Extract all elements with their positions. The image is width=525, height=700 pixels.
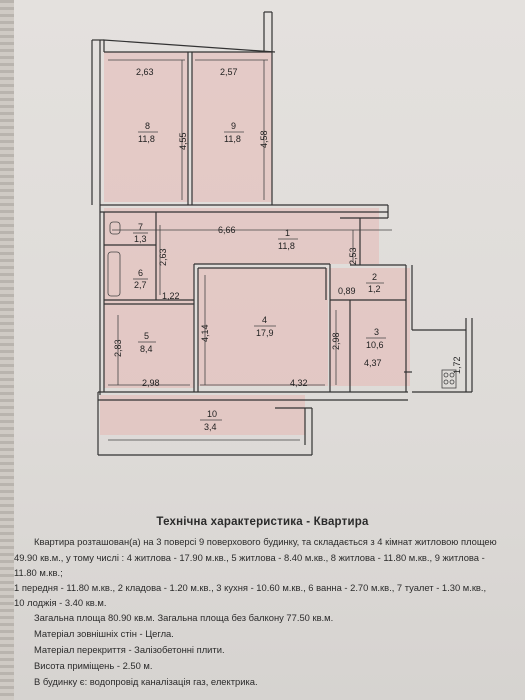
binder-edge <box>0 0 14 700</box>
room-4-number: 4 <box>262 315 267 325</box>
room-5-number: 5 <box>144 331 149 341</box>
dim-label: 4,37 <box>364 358 382 368</box>
description-line: Загальна площа 80.90 кв.м. Загальна площ… <box>34 612 334 623</box>
dim-label: 1,22 <box>162 291 180 301</box>
description-line: 10 лоджія - 3.40 кв.м. <box>14 597 107 608</box>
room-2-number: 2 <box>372 272 377 282</box>
description-line: Квартира розташован(а) на 3 поверсі 9 по… <box>34 536 497 547</box>
dim-label: 2,98 <box>142 378 160 388</box>
dim-label: 2,83 <box>113 339 123 357</box>
room-8-area: 11,8 <box>138 134 155 144</box>
room-fills <box>100 52 410 435</box>
room-7-number: 7 <box>138 222 143 232</box>
description-line: 11.80 м.кв.; <box>14 567 63 578</box>
dim-label: 2,57 <box>220 67 238 77</box>
room-9-area: 11,8 <box>224 134 241 144</box>
interior-walls <box>104 52 361 392</box>
room-6-area: 2,7 <box>134 280 147 290</box>
room-3-area: 10,6 <box>366 340 384 350</box>
dim-label: 4,32 <box>290 378 308 388</box>
room-2-area: 1,2 <box>368 284 381 294</box>
description-heading: Технічна характеристика - Квартира <box>156 516 369 528</box>
dim-label: 4,55 <box>178 132 188 150</box>
room-7-area: 1,3 <box>134 234 147 244</box>
floor-plan: 2,63 2,57 4,55 4,58 6,66 2,63 2,53 1,22 … <box>91 11 473 456</box>
dimension-lines <box>108 59 392 441</box>
description-line: 49.90 кв.м., у тому числі : 4 житлова - … <box>14 552 485 563</box>
dim-label: 6,66 <box>218 225 236 235</box>
dim-label: 4,14 <box>200 324 210 342</box>
dim-label: 2,98 <box>331 332 341 350</box>
room-10-area: 3,4 <box>204 422 217 432</box>
dim-label: 0,89 <box>338 286 356 296</box>
dim-label: 2,53 <box>348 247 358 265</box>
room-4-area: 17,9 <box>256 328 274 338</box>
room-3-number: 3 <box>374 327 379 337</box>
description-line: В будинку є: водопровід каналізація газ,… <box>34 676 258 687</box>
room-1-number: 1 <box>285 228 290 238</box>
room-10-number: 10 <box>207 409 217 419</box>
dim-label: 1,72 <box>452 356 462 374</box>
description-line: Матеріал зовнішніх стін - Цегла. <box>34 628 174 639</box>
dim-label: 2,63 <box>158 248 168 266</box>
description-line: Висота приміщень - 2.50 м. <box>34 660 153 671</box>
room-1-area: 11,8 <box>278 241 295 251</box>
room-8-number: 8 <box>145 121 150 131</box>
room-5-area: 8,4 <box>140 344 153 354</box>
dim-label: 4,58 <box>259 130 269 148</box>
description-line: Матеріал перекриття - Залізобетонні плит… <box>34 644 225 655</box>
room-9-number: 9 <box>231 121 236 131</box>
room-6-number: 6 <box>138 268 143 278</box>
description-line: 1 передня - 11.80 м.кв., 2 кладова - 1.2… <box>14 582 487 593</box>
bathroom-fixtures <box>107 221 457 389</box>
dim-label: 2,63 <box>136 67 154 77</box>
